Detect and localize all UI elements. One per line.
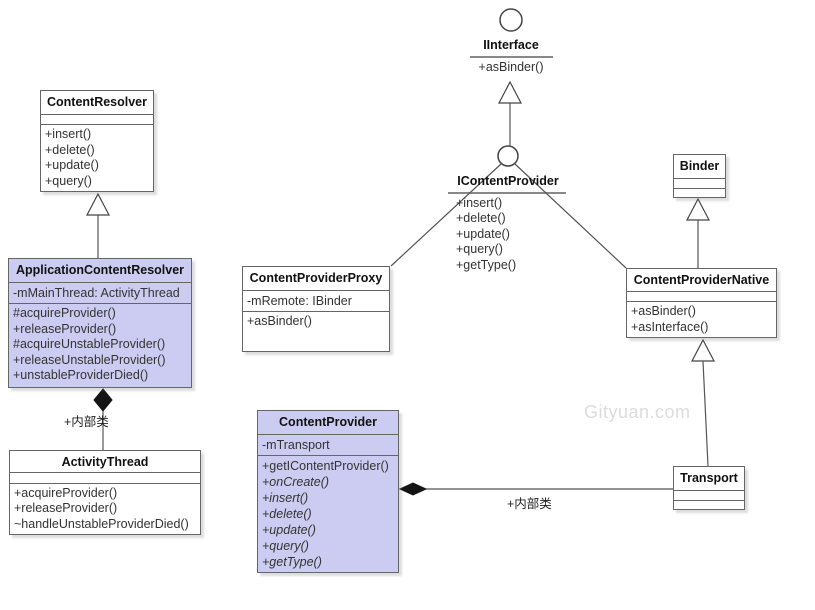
class-content-provider: ContentProvider -mTransport +getIContent… (257, 410, 399, 573)
attributes-compartment (674, 179, 725, 189)
method: +query() (45, 173, 92, 188)
methods-compartment (674, 501, 744, 509)
methods-compartment: +asBinder() (243, 312, 389, 351)
method-abstract: +getType() (262, 555, 322, 569)
method: +query() (456, 242, 503, 257)
edge-label-inner-class-left: +内部类 (64, 415, 109, 429)
interface-icontentprovider-name: IContentProvider (457, 174, 559, 188)
class-binder: Binder (673, 154, 726, 198)
class-application-content-resolver: ApplicationContentResolver -mMainThread:… (8, 258, 192, 388)
interface-iinterface-methods: +asBinder() (461, 60, 561, 75)
class-title: Binder (674, 155, 725, 179)
method: +asBinder() (247, 314, 312, 329)
class-title: ApplicationContentResolver (9, 259, 191, 283)
method: +asBinder() (631, 304, 696, 319)
method-abstract: +update() (262, 523, 316, 537)
generalization-arrow-contentresolver (86, 192, 110, 216)
generalization-arrow-native (691, 338, 715, 362)
interface-icontentprovider-methods: +insert() +delete() +update() +query() +… (456, 196, 516, 273)
method: #acquireUnstableProvider() (13, 337, 166, 352)
method: +asBinder() (478, 60, 544, 74)
method-abstract: +query() (262, 539, 309, 553)
class-title: ActivityThread (10, 451, 200, 474)
interface-iinterface-name: IInterface (483, 38, 539, 52)
method: +insert() (45, 127, 92, 142)
method: #acquireProvider() (13, 306, 116, 321)
methods-compartment: +acquireProvider() +releaseProvider() ~h… (10, 484, 200, 534)
class-content-provider-native: ContentProviderNative +asBinder() +asInt… (626, 268, 777, 338)
methods-compartment: +asBinder() +asInterface() (627, 302, 776, 337)
icontentprovider-lollipop-circle (497, 145, 519, 167)
attributes-compartment: -mMainThread: ActivityThread (9, 283, 191, 305)
attributes-compartment (627, 292, 776, 303)
method: +releaseProvider() (13, 321, 117, 336)
method: +delete() (45, 142, 95, 157)
attributes-compartment (10, 473, 200, 484)
edge-label-inner-class-right: +内部类 (507, 497, 552, 511)
generalization-arrow-iinterface (498, 80, 522, 104)
attributes-compartment: -mTransport (258, 435, 398, 456)
method: +acquireProvider() (14, 485, 118, 500)
class-transport: Transport (673, 466, 745, 510)
composition-diamond-contentprovider (398, 482, 428, 496)
class-content-provider-proxy: ContentProviderProxy -mRemote: IBinder +… (242, 266, 390, 352)
attributes-compartment (41, 115, 153, 126)
method: +releaseUnstableProvider() (13, 352, 166, 367)
edge-transport-native (702, 360, 709, 467)
class-title: ContentProviderProxy (243, 267, 389, 291)
method: +releaseProvider() (14, 501, 118, 516)
method-abstract: +insert() (262, 491, 309, 505)
attributes-compartment: -mRemote: IBinder (243, 291, 389, 313)
method: +unstableProviderDied() (13, 367, 149, 382)
method: +getType() (456, 257, 517, 272)
methods-compartment (674, 189, 725, 197)
class-title: ContentResolver (41, 91, 153, 115)
method-abstract: +onCreate() (262, 475, 330, 489)
method-abstract: +delete() (262, 507, 312, 521)
attribute: -mMainThread: ActivityThread (13, 286, 180, 300)
class-title: ContentProvider (258, 411, 398, 435)
method: ~handleUnstableProviderDied() (14, 516, 189, 531)
iinterface-lollipop-circle (499, 8, 523, 32)
methods-compartment: +getIContentProvider() +onCreate() +inse… (258, 456, 398, 572)
watermark-text: Gityuan.com (584, 402, 691, 422)
method: +insert() (456, 196, 503, 210)
method: +update() (456, 226, 510, 241)
methods-compartment: +insert() +delete() +update() +query() (41, 125, 153, 191)
method: +asInterface() (631, 319, 709, 334)
composition-diamond-appresolver (93, 388, 113, 412)
attribute: -mRemote: IBinder (247, 294, 352, 308)
class-title: ContentProviderNative (627, 269, 776, 292)
attribute: -mTransport (262, 437, 330, 452)
attributes-compartment (674, 491, 744, 501)
method: +getIContentProvider() (262, 459, 389, 473)
methods-compartment: #acquireProvider() +releaseProvider() #a… (9, 304, 191, 387)
method: +update() (45, 158, 99, 173)
generalization-arrow-binder (686, 197, 710, 221)
method: +delete() (456, 211, 506, 226)
class-activity-thread: ActivityThread +acquireProvider() +relea… (9, 450, 201, 535)
class-content-resolver: ContentResolver +insert() +delete() +upd… (40, 90, 154, 192)
class-title: Transport (674, 467, 744, 491)
